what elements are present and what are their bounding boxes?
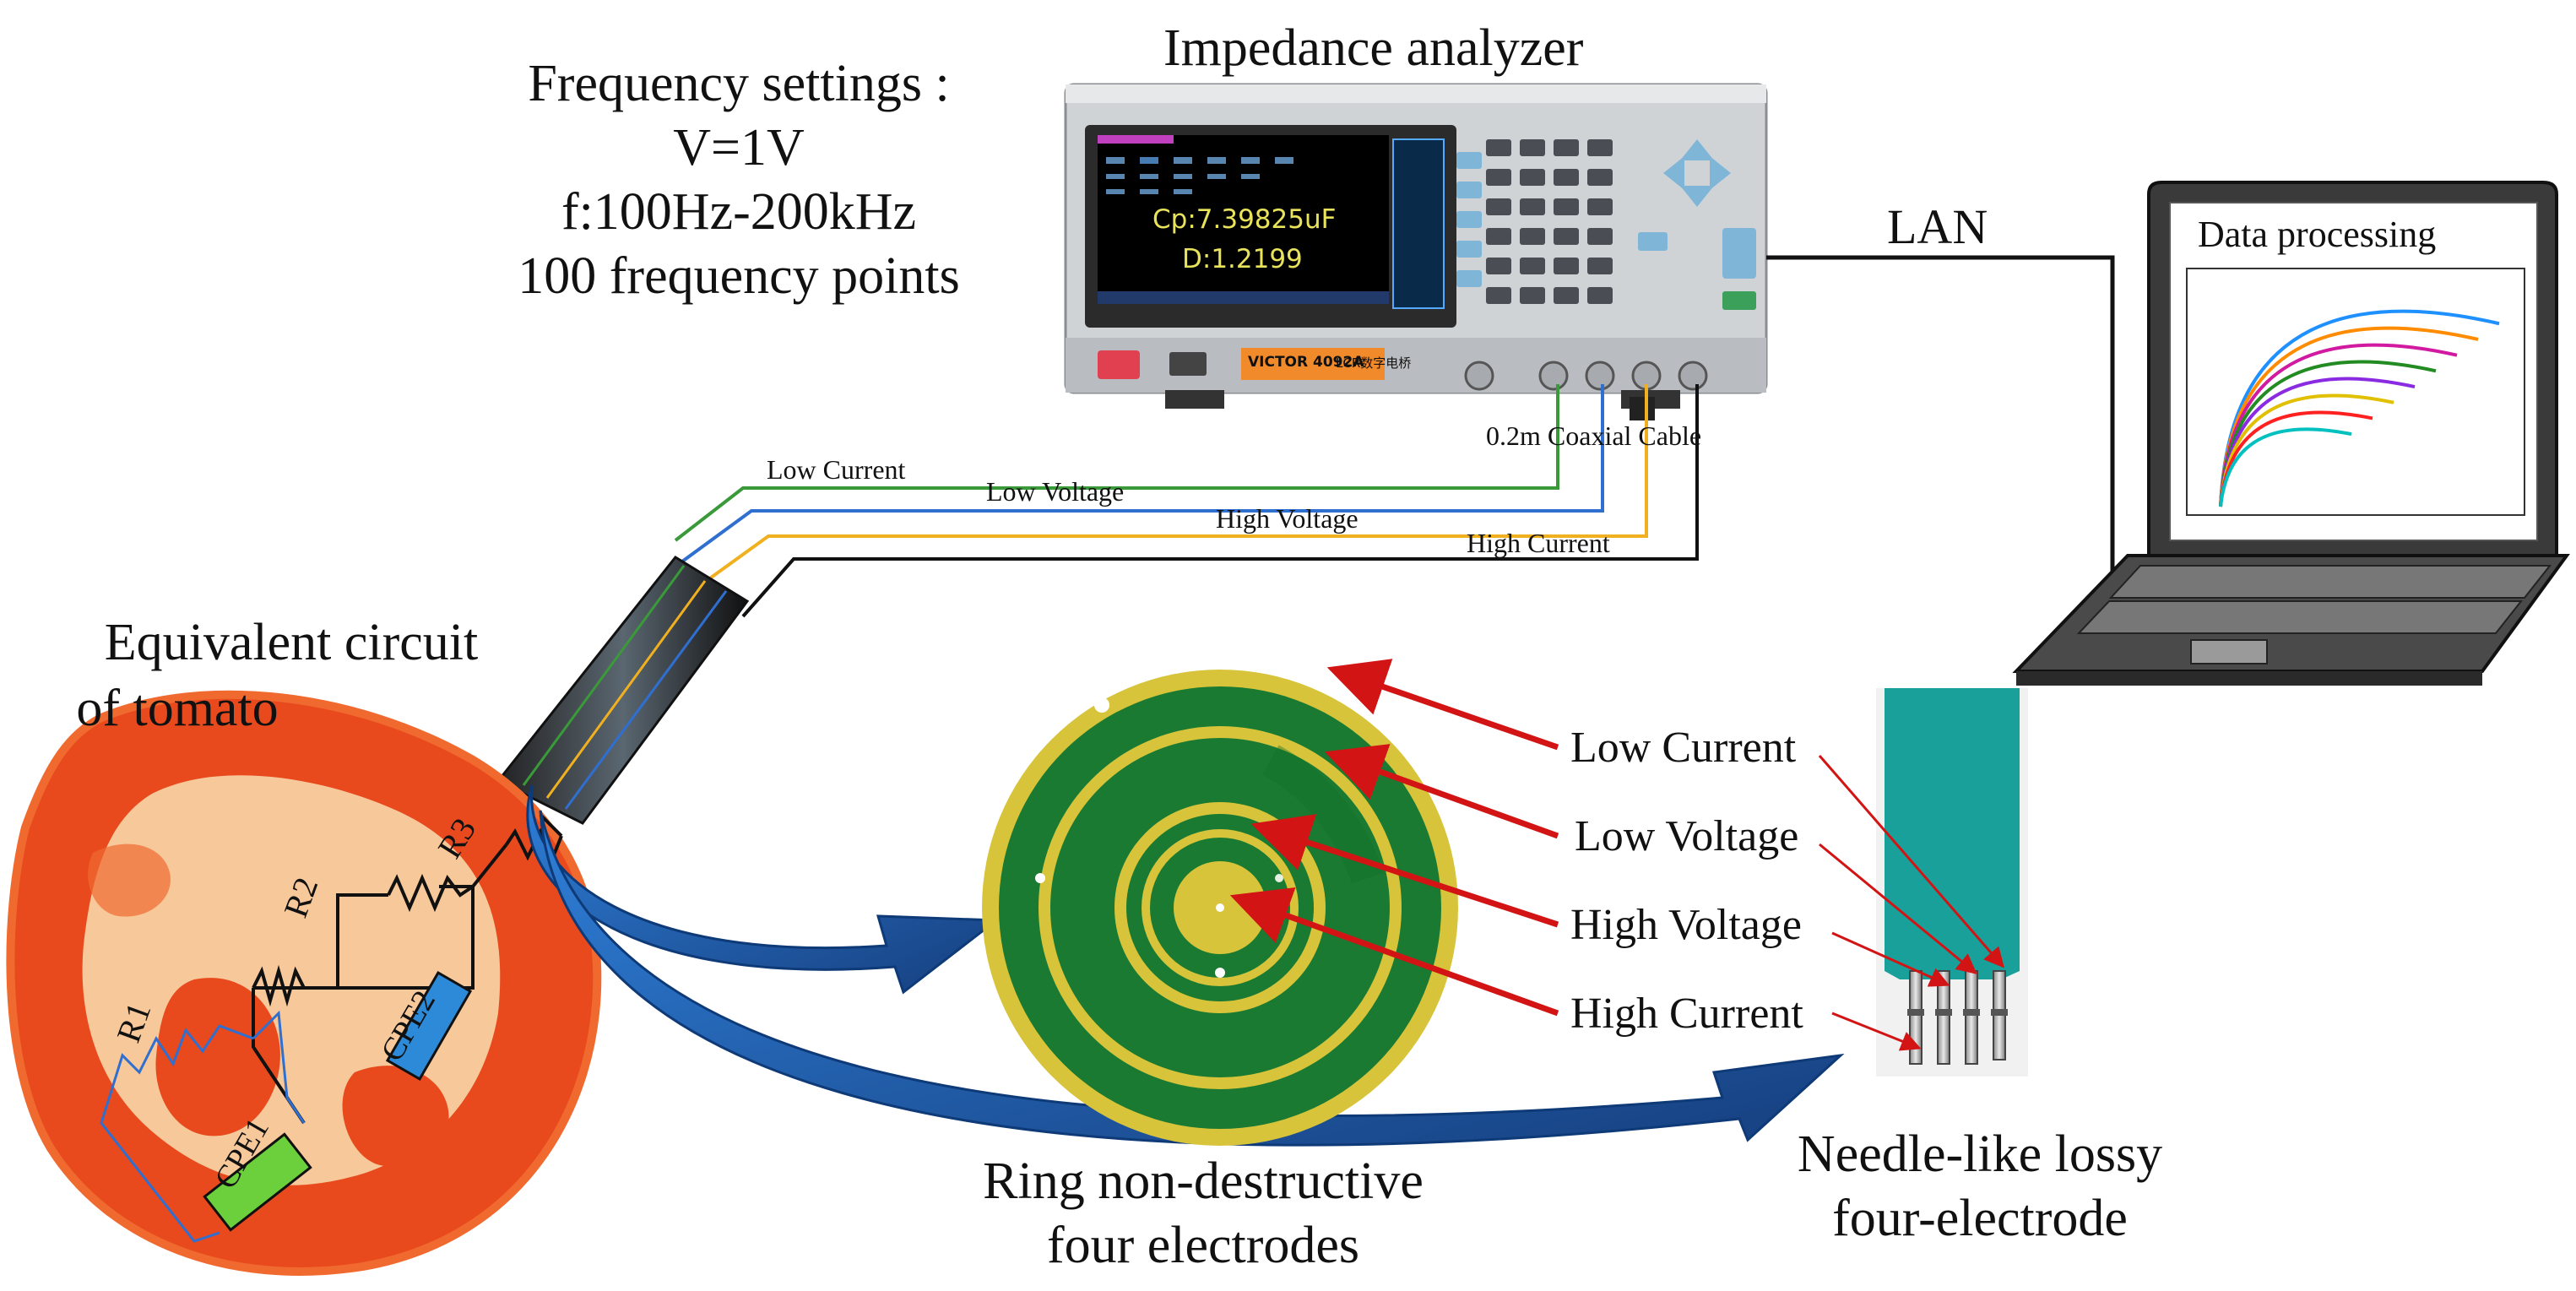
wire-label-low-current: Low Current <box>767 454 906 485</box>
ring-caption: Ring non-destructive four electrodes <box>912 1155 1494 1272</box>
analyzer-brand: VICTOR 4092A <box>1248 354 1364 371</box>
electrode-label-low-current: Low Current <box>1570 724 1797 772</box>
analyzer-screen-d: D:1.2199 <box>1182 244 1303 274</box>
ring-electrode-pcb <box>982 670 1458 1146</box>
cpe1-block <box>203 1132 312 1232</box>
wire-label-high-current: High Current <box>1467 528 1610 558</box>
frequency-settings-heading: Frequency settings : <box>528 55 950 112</box>
measurement-wires <box>674 384 1699 618</box>
tomato-title-line2: of tomato <box>76 680 279 737</box>
coaxial-bundle <box>496 556 750 825</box>
analyzer-title: Impedance analyzer <box>1163 19 1584 77</box>
tomato-title-line1: Equivalent circuit <box>104 614 479 671</box>
electrode-pointer-arrows <box>1229 659 1559 1017</box>
equivalent-circuit <box>252 813 563 1125</box>
needle-caption-line1: Needle-like lossy <box>1797 1126 2163 1183</box>
wire-label-high-voltage: High Voltage <box>1216 503 1359 534</box>
electrode-label-low-voltage: Low Voltage <box>1575 812 1799 860</box>
frequency-voltage: V=1V <box>673 119 805 176</box>
frequency-points: 100 frequency points <box>518 247 960 305</box>
cpe2-block <box>385 970 473 1082</box>
frequency-range: f:100Hz-200kHz <box>561 183 917 241</box>
electrode-label-high-voltage: High Voltage <box>1570 901 1802 949</box>
ring-caption-line2: four electrodes <box>1046 1217 1360 1274</box>
impedance-analyzer <box>1064 83 1768 420</box>
laptop-chart <box>2186 268 2525 516</box>
coaxial-cable-label: 0.2m Coaxial Cable <box>1486 420 1702 451</box>
laptop-label: Data processing <box>2198 214 2437 255</box>
frequency-settings: Frequency settings : V=1V f:100Hz-200kHz… <box>447 57 1030 302</box>
blue-arrow-to-needle <box>539 810 1845 1147</box>
blue-arrow-to-ring <box>526 784 1001 995</box>
tomato <box>6 690 602 1276</box>
laptop-chart-curve <box>2219 427 2352 507</box>
analyzer-screen-cp: Cp:7.39825uF <box>1152 204 1337 235</box>
needle-electrode <box>1876 688 2028 1077</box>
wire-label-low-voltage: Low Voltage <box>986 476 1125 507</box>
r1-cpe1-branch <box>100 1010 306 1243</box>
electrode-label-high-current: High Current <box>1570 990 1803 1038</box>
tomato-title: Equivalent circuit of tomato <box>25 616 557 735</box>
needle-caption: Needle-like lossy four-electrode <box>1735 1128 2225 1245</box>
lan-label: LAN <box>1887 199 1988 254</box>
ring-caption-line1: Ring non-destructive <box>983 1153 1424 1210</box>
needle-pointer-lines <box>1818 755 2004 1051</box>
needle-caption-line2: four-electrode <box>1832 1190 2128 1247</box>
analyzer-submodel: LCR数字电桥 <box>1336 355 1412 371</box>
lan-cable <box>1766 255 2115 593</box>
